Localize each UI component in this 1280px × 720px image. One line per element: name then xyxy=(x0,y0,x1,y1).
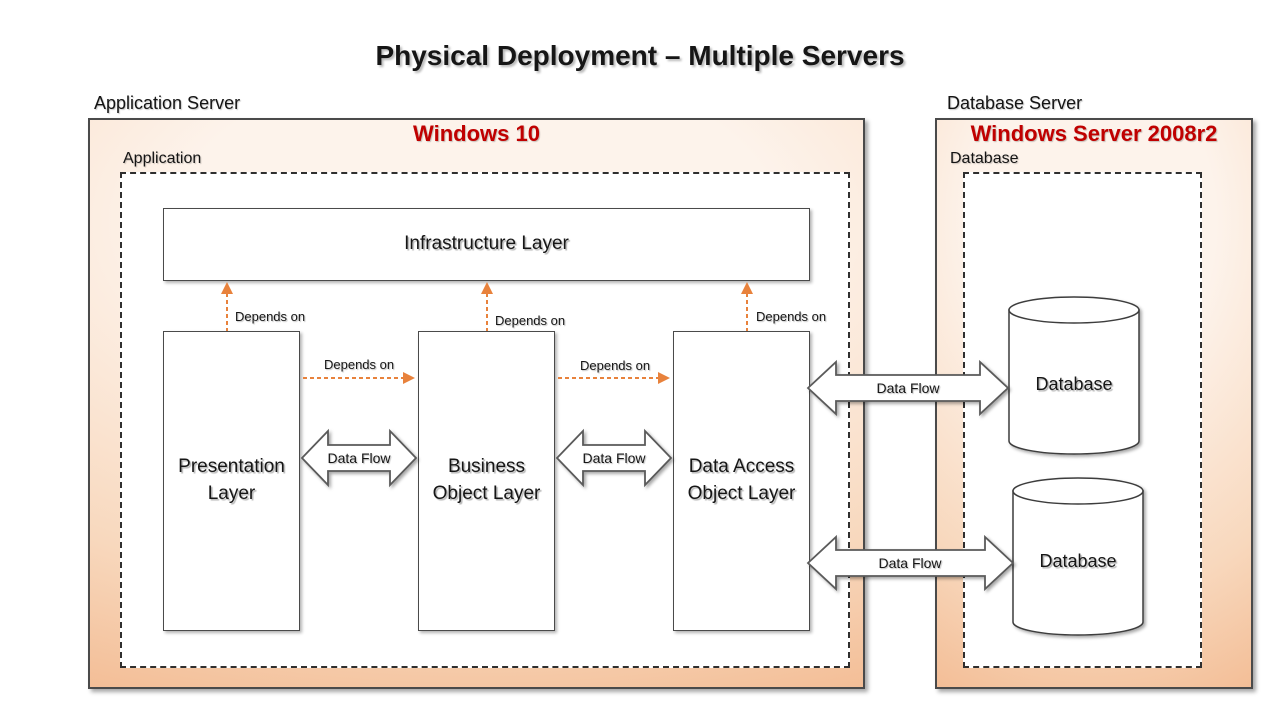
depends-on-label-4: Depends on xyxy=(324,357,395,372)
database-group-label: Database xyxy=(950,150,1019,167)
business-object-layer-box: Business Object Layer xyxy=(418,331,555,631)
data-access-object-layer-label: Data Access Object Layer xyxy=(687,456,796,504)
database-cylinder-1 xyxy=(1008,296,1140,455)
database-cylinder-1-label: Database xyxy=(1035,374,1113,394)
application-os-title: Windows 10 xyxy=(413,121,540,146)
database-server-label: Database Server xyxy=(947,93,1083,113)
depends-on-label-3: Depends on xyxy=(756,309,827,324)
presentation-layer-label: Presentation Layer xyxy=(178,456,285,504)
page-title: Physical Deployment – Multiple Servers xyxy=(375,40,905,71)
database-os-title: Windows Server 2008r2 xyxy=(970,121,1218,146)
depends-on-arrow-horizontal-1 xyxy=(303,372,415,384)
depends-on-label-2: Depends on xyxy=(495,313,566,328)
depends-on-arrow-horizontal-2 xyxy=(558,372,670,384)
application-group-label: Application xyxy=(123,150,202,167)
data-flow-label-1: Data Flow xyxy=(327,450,391,466)
depends-on-label-1: Depends on xyxy=(235,309,306,324)
database-cylinder-2 xyxy=(1012,477,1144,636)
data-flow-label-4: Data Flow xyxy=(878,555,942,571)
depends-on-arrow-vertical-1 xyxy=(221,282,233,331)
database-cylinder-2-label: Database xyxy=(1039,551,1117,571)
data-flow-arrow-1 xyxy=(300,428,418,488)
data-flow-arrow-4 xyxy=(806,534,1015,592)
data-flow-arrow-2 xyxy=(555,428,673,488)
data-access-object-layer-box: Data Access Object Layer xyxy=(673,331,810,631)
application-server-label: Application Server xyxy=(94,93,241,113)
business-object-layer-label: Business Object Layer xyxy=(432,456,541,504)
depends-on-arrow-vertical-2 xyxy=(481,282,493,331)
data-flow-label-3: Data Flow xyxy=(876,380,940,396)
infrastructure-layer-label: Infrastructure Layer xyxy=(404,233,569,255)
data-flow-arrow-3 xyxy=(806,359,1010,417)
infrastructure-layer-box: Infrastructure Layer xyxy=(163,208,810,281)
depends-on-arrow-vertical-3 xyxy=(741,282,753,331)
presentation-layer-box: Presentation Layer xyxy=(163,331,300,631)
depends-on-label-5: Depends on xyxy=(580,358,651,373)
data-flow-label-2: Data Flow xyxy=(582,450,646,466)
